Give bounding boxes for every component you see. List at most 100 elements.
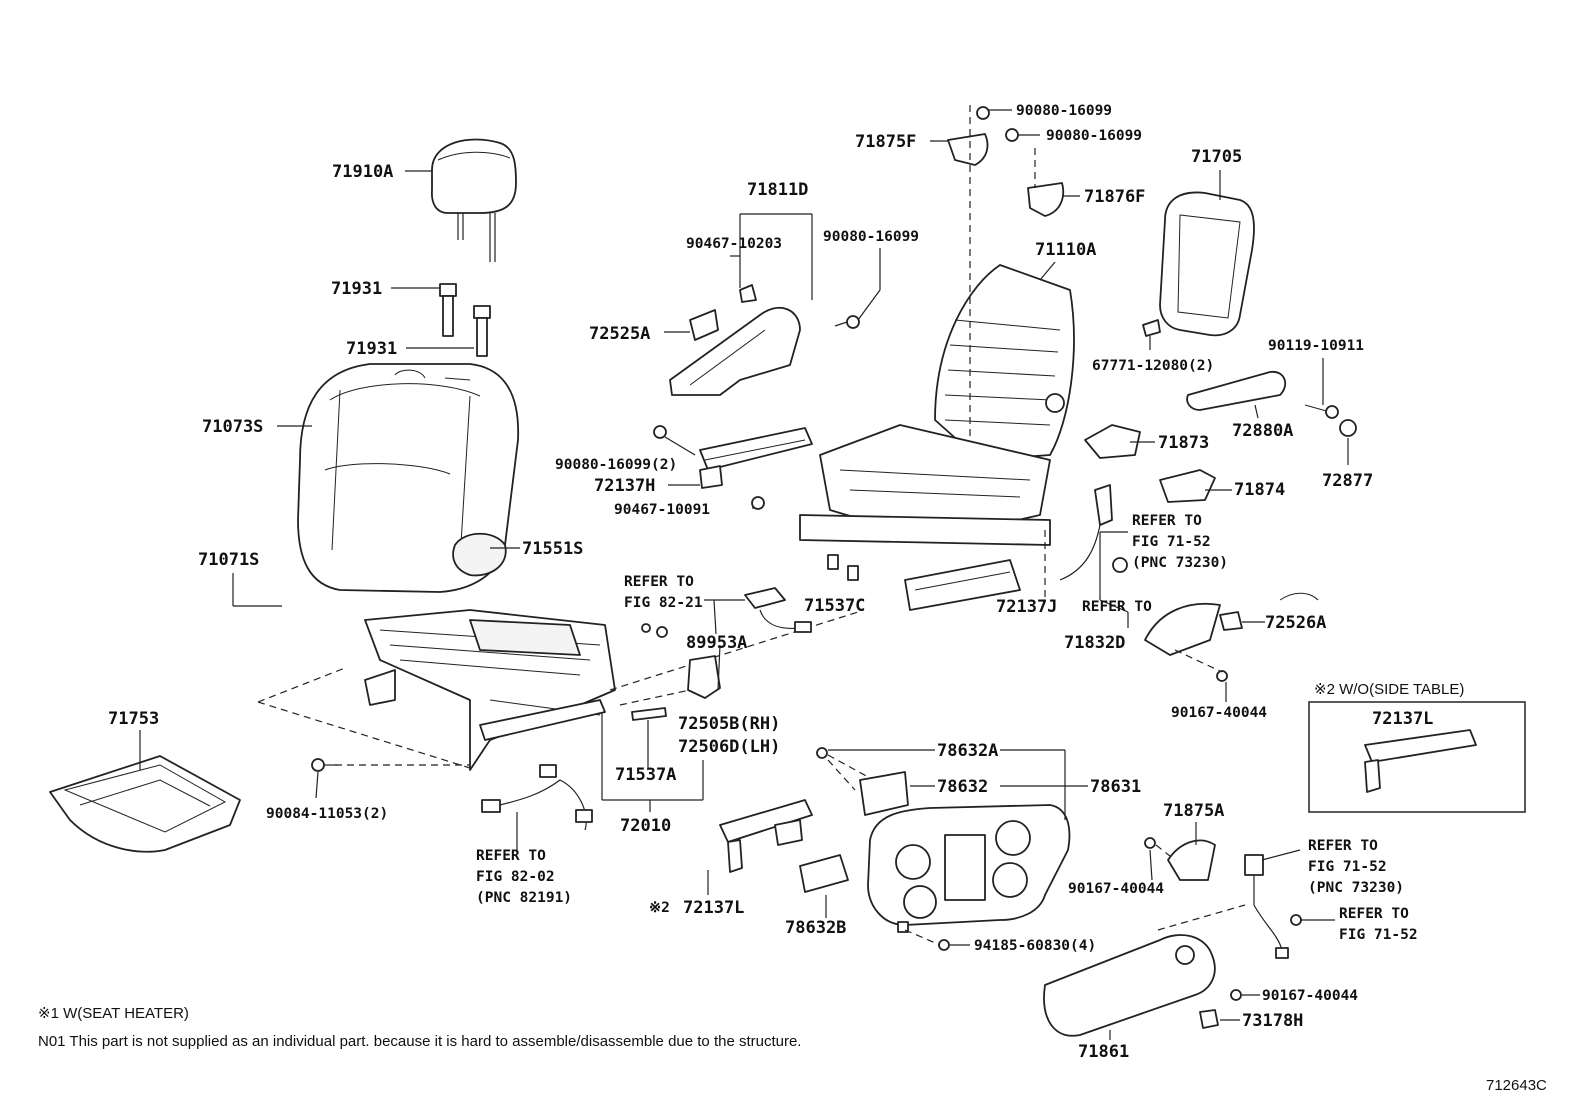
label-90467-10203: 90467-10203 [686, 236, 782, 252]
ref-71-52-b-line3: (PNC 73230) [1308, 880, 1404, 896]
table-78631-drawing [867, 804, 1071, 926]
recliner-cover-drawing [669, 284, 801, 396]
hinge-cover-71876F-drawing [1027, 182, 1065, 217]
label-72137L-mark: ※2 [649, 900, 670, 916]
ref-82-21-line2: FIG 82-21 [624, 595, 703, 611]
label-71874: 71874 [1234, 480, 1285, 500]
inset-part-label: 72137L [1372, 709, 1433, 729]
seatback-drawing [297, 363, 520, 593]
label-71875F: 71875F [855, 132, 916, 152]
ref-71-52-c-line1: REFER TO [1339, 906, 1409, 922]
label-71875A: 71875A [1163, 801, 1224, 821]
lever-72880A-drawing [1186, 371, 1357, 437]
pin-71537A-drawing [631, 707, 667, 721]
label-90080-16099-2: 90080-16099(2) [555, 457, 677, 473]
ref-71-52-a-line3: (PNC 73230) [1132, 555, 1228, 571]
label-71811D: 71811D [747, 180, 808, 200]
inset-box [1308, 701, 1526, 813]
headrest-support-drawing [439, 283, 491, 357]
label-78632A: 78632A [937, 741, 998, 761]
label-72877: 72877 [1322, 471, 1373, 491]
label-73178H: 73178H [1242, 1011, 1303, 1031]
side-cover-72137H-drawing [653, 425, 813, 510]
ref-82-02-line3: (PNC 82191) [476, 890, 572, 906]
label-71876F: 71876F [1084, 187, 1145, 207]
ref-71-52-b-line1: REFER TO [1308, 838, 1378, 854]
label-78632: 78632 [937, 777, 988, 797]
side-cover-72137L-drawing [719, 799, 813, 873]
label-72137J: 72137J [996, 597, 1057, 617]
label-72506D: 72506D(LH) [678, 737, 780, 757]
side-shield-71832D-drawing [1144, 602, 1221, 656]
tray-78632B-drawing [799, 854, 849, 893]
bolt-90080-a-drawing [834, 315, 860, 329]
leader-lines [139, 109, 1349, 1040]
label-71071S: 71071S [198, 550, 259, 570]
label-90167-40044-a: 90167-40044 [1171, 705, 1267, 721]
label-71873: 71873 [1158, 433, 1209, 453]
label-71705: 71705 [1191, 147, 1242, 167]
harness-right-drawing [1244, 854, 1302, 959]
cap-73178H-drawing [1199, 989, 1242, 1029]
nut-94185-drawing [897, 921, 950, 951]
label-71551S: 71551S [522, 539, 583, 559]
label-71537A: 71537A [615, 765, 676, 785]
label-71753: 71753 [108, 709, 159, 729]
label-72137L: 72137L [683, 898, 744, 918]
label-90167-40044-b: 90167-40044 [1068, 881, 1164, 897]
bracket-71874-drawing [1159, 469, 1216, 503]
ref-82-02-line2: FIG 82-02 [476, 869, 555, 885]
bracket-72505B-drawing [687, 655, 721, 699]
cover-71861-drawing [1043, 934, 1216, 1037]
label-90080-16099-a: 90080-16099 [823, 229, 919, 245]
label-72137H: 72137H [594, 476, 655, 496]
label-90467-10091: 90467-10091 [614, 502, 710, 518]
part-labels: 71910A 71931 71931 71073S 71071S 71551S … [38, 103, 1547, 1094]
ref-71-52-a-line1: REFER TO [1132, 513, 1202, 529]
ref-71-52-c-line2: FIG 71-52 [1339, 927, 1418, 943]
seat-frame-drawing [364, 609, 616, 771]
label-71537C: 71537C [804, 596, 865, 616]
screw-78632A-drawing [816, 747, 828, 759]
label-94185-60830: 94185-60830(4) [974, 938, 1096, 954]
ref-partial: REFER TO [1082, 599, 1152, 615]
screw-90167-a-drawing [1216, 670, 1228, 682]
cushion-pad-drawing [49, 755, 241, 853]
side-cover-72137J-drawing [904, 559, 1021, 611]
inset-title: ※2 W/O(SIDE TABLE) [1314, 681, 1464, 698]
ref-71-52-b-line2: FIG 71-52 [1308, 859, 1387, 875]
ref-82-21-line1: REFER TO [624, 574, 694, 590]
knob-72526A-drawing [1219, 592, 1319, 631]
note-seat-heater: ※1 W(SEAT HEATER) [38, 1005, 189, 1022]
label-71931-b: 71931 [346, 339, 397, 359]
label-72880A: 72880A [1232, 421, 1293, 441]
label-72526A: 72526A [1265, 613, 1326, 633]
ref-71-52-a-line2: FIG 71-52 [1132, 534, 1211, 550]
label-71073S: 71073S [202, 417, 263, 437]
label-71931-a: 71931 [331, 279, 382, 299]
label-72505B: 72505B(RH) [678, 714, 780, 734]
sensor-89953A-drawing [641, 587, 812, 638]
label-90080-16099-c: 90080-16099 [1046, 128, 1142, 144]
label-90080-16099-b: 90080-16099 [1016, 103, 1112, 119]
label-90167-40044-c: 90167-40044 [1262, 988, 1358, 1004]
hinge-cover-71875F-drawing [947, 106, 1019, 166]
label-71110A: 71110A [1035, 240, 1096, 260]
rail-cover-71537C-drawing [827, 554, 859, 581]
label-71910A: 71910A [332, 162, 393, 182]
label-72525A: 72525A [589, 324, 650, 344]
back-board-drawing [1142, 191, 1255, 337]
seat-frame-71110A-drawing [799, 264, 1128, 581]
bolt-90084-drawing [311, 758, 338, 772]
seat-harness-drawing [481, 764, 593, 831]
figure-code: 712643C [1486, 1077, 1547, 1094]
label-71832D: 71832D [1064, 633, 1125, 653]
label-72010: 72010 [620, 816, 671, 836]
bracket-71873-drawing [1084, 424, 1141, 459]
label-71861: 71861 [1078, 1042, 1129, 1062]
label-89953A: 89953A [686, 633, 747, 653]
headrest-drawing [431, 138, 517, 262]
cover-71875A-drawing [1144, 837, 1216, 881]
cup-holder-78632-drawing [859, 771, 909, 816]
